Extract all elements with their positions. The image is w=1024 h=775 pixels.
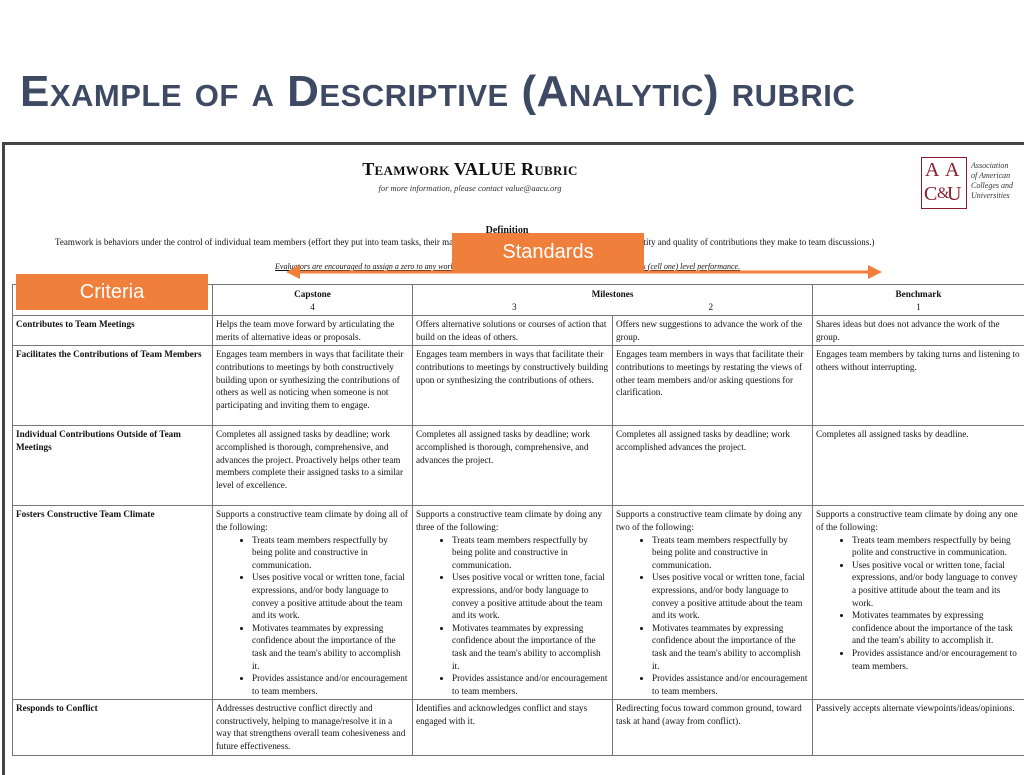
descriptor-cell: Addresses destructive conflict directly … <box>213 700 413 755</box>
rubric-title: Teamwork VALUE Rubric <box>5 159 935 180</box>
level-name: Benchmark <box>816 288 1021 301</box>
aacu-logo: A A C & U <box>921 157 967 209</box>
level-name: Milestones <box>416 288 809 301</box>
table-row: Contributes to Team Meetings Helps the t… <box>13 316 1024 346</box>
bullet-item: Uses positive vocal or written tone, fac… <box>652 571 809 621</box>
descriptor-cell: Completes all assigned tasks by deadline… <box>413 426 613 506</box>
level-header-benchmark: Benchmark 1 <box>813 285 1024 316</box>
descriptor-cell: Supports a constructive team climate by … <box>413 506 613 700</box>
logo-text-line: of American <box>971 171 1024 181</box>
double-arrow-icon <box>286 264 882 280</box>
descriptor-cell: Helps the team move forward by articulat… <box>213 316 413 346</box>
aacu-logo-text: Association of American Colleges and Uni… <box>971 161 1024 201</box>
bullet-item: Uses positive vocal or written tone, fac… <box>852 559 1021 609</box>
descriptor-cell: Passively accepts alternate viewpoints/i… <box>813 700 1024 755</box>
descriptor-cell: Engages team members in ways that facili… <box>213 346 413 426</box>
bullet-item: Provides assistance and/or encouragement… <box>452 672 609 697</box>
criteria-callout: Criteria <box>16 274 208 310</box>
logo-text-line: Association <box>971 161 1024 171</box>
descriptor-intro: Supports a constructive team climate by … <box>816 508 1021 533</box>
table-row: Responds to Conflict Addresses destructi… <box>13 700 1024 755</box>
descriptor-cell: Engages team members in ways that facili… <box>413 346 613 426</box>
bullet-item: Uses positive vocal or written tone, fac… <box>452 571 609 621</box>
table-row: Fosters Constructive Team Climate Suppor… <box>13 506 1024 700</box>
descriptor-cell: Engages team members in ways that facili… <box>613 346 813 426</box>
rubric-table: Capstone 4 Milestones 3 2 Benchmark 1 Co… <box>12 284 1024 756</box>
bullet-item: Motivates teammates by expressing confid… <box>652 622 809 672</box>
criterion-cell: Responds to Conflict <box>13 700 213 755</box>
logo-letter: C <box>924 183 937 205</box>
descriptor-cell: Supports a constructive team climate by … <box>213 506 413 700</box>
logo-text-line: Colleges and <box>971 181 1024 191</box>
descriptor-cell: Redirecting focus toward common ground, … <box>613 700 813 755</box>
bullet-item: Treats team members respectfully by bein… <box>252 534 409 572</box>
descriptor-cell: Supports a constructive team climate by … <box>613 506 813 700</box>
descriptor-intro: Supports a constructive team climate by … <box>616 508 809 533</box>
table-row: Facilitates the Contributions of Team Me… <box>13 346 1024 426</box>
bullet-item: Motivates teammates by expressing confid… <box>852 609 1021 647</box>
level-number: 3 <box>512 301 517 314</box>
bullet-item: Motivates teammates by expressing confid… <box>252 622 409 672</box>
criterion-cell: Facilitates the Contributions of Team Me… <box>13 346 213 426</box>
descriptor-cell: Completes all assigned tasks by deadline… <box>213 426 413 506</box>
rubric-subtitle: for more information, please contact val… <box>5 183 935 193</box>
descriptor-intro: Supports a constructive team climate by … <box>216 508 409 533</box>
descriptor-cell: Completes all assigned tasks by deadline… <box>613 426 813 506</box>
bullet-item: Treats team members respectfully by bein… <box>652 534 809 572</box>
bullet-item: Treats team members respectfully by bein… <box>852 534 1021 559</box>
level-header-milestones: Milestones 3 2 <box>413 285 813 316</box>
level-number: 4 <box>310 302 315 312</box>
slide-title: Example of a Descriptive (Analytic) rubr… <box>20 62 855 122</box>
bullet-item: Motivates teammates by expressing confid… <box>452 622 609 672</box>
level-name: Capstone <box>216 288 409 301</box>
criterion-cell: Fosters Constructive Team Climate <box>13 506 213 700</box>
logo-letter: A <box>925 159 939 181</box>
criterion-cell: Contributes to Team Meetings <box>13 316 213 346</box>
bullet-item: Uses positive vocal or written tone, fac… <box>252 571 409 621</box>
logo-letter: A <box>945 159 959 181</box>
criterion-cell: Individual Contributions Outside of Team… <box>13 426 213 506</box>
descriptor-cell: Shares ideas but does not advance the wo… <box>813 316 1024 346</box>
descriptor-cell: Completes all assigned tasks by deadline… <box>813 426 1024 506</box>
descriptor-cell: Supports a constructive team climate by … <box>813 506 1024 700</box>
descriptor-cell: Offers alternative solutions or courses … <box>413 316 613 346</box>
level-number: 2 <box>708 301 713 314</box>
level-header-capstone: Capstone 4 <box>213 285 413 316</box>
bullet-item: Provides assistance and/or encouragement… <box>252 672 409 697</box>
bullet-list: Treats team members respectfully by bein… <box>216 534 409 698</box>
descriptor-cell: Offers new suggestions to advance the wo… <box>613 316 813 346</box>
logo-letter: U <box>947 183 961 205</box>
descriptor-intro: Supports a constructive team climate by … <box>416 508 609 533</box>
bullet-item: Provides assistance and/or encouragement… <box>852 647 1021 672</box>
bullet-item: Provides assistance and/or encouragement… <box>652 672 809 697</box>
table-row: Individual Contributions Outside of Team… <box>13 426 1024 506</box>
descriptor-cell: Engages team members by taking turns and… <box>813 346 1024 426</box>
level-number: 1 <box>916 302 921 312</box>
bullet-list: Treats team members respectfully by bein… <box>416 534 609 698</box>
bullet-item: Treats team members respectfully by bein… <box>452 534 609 572</box>
bullet-list: Treats team members respectfully by bein… <box>616 534 809 698</box>
logo-text-line: Universities <box>971 191 1024 201</box>
bullet-list: Treats team members respectfully by bein… <box>816 534 1021 673</box>
descriptor-cell: Identifies and acknowledges conflict and… <box>413 700 613 755</box>
